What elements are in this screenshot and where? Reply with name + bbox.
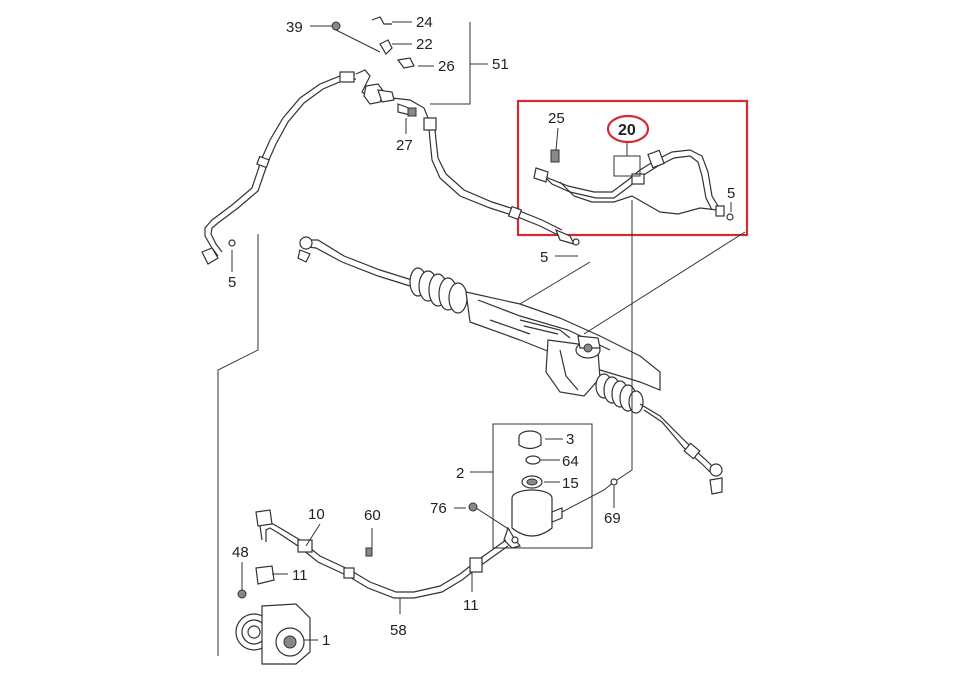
callout-58: 58 (390, 622, 407, 639)
suction-hose (255, 509, 509, 614)
callout-2: 2 (456, 465, 464, 482)
callout-48: 48 (232, 544, 249, 561)
callout-1: 1 (322, 632, 330, 649)
callout-5-left: 5 (228, 274, 236, 291)
callout-10: 10 (308, 506, 325, 523)
callout-69: 69 (604, 510, 621, 527)
callout-3: 3 (566, 431, 574, 448)
power-steering-pump (235, 565, 318, 665)
callout-15: 15 (562, 475, 579, 492)
clip-bracket-assembly (331, 16, 429, 119)
return-hose-rack (423, 117, 580, 246)
hose-20-assembly (533, 149, 734, 221)
callout-22: 22 (416, 36, 433, 53)
callout-24: 24 (416, 14, 433, 31)
callout-5-right: 5 (727, 185, 735, 202)
callout-5-center: 5 (540, 249, 548, 266)
callout-39: 39 (286, 19, 303, 36)
callout-11-left: 11 (292, 567, 308, 584)
callout-leaders (231, 21, 732, 590)
callout-64: 64 (562, 453, 579, 470)
callout-26: 26 (438, 58, 455, 75)
callout-27: 27 (396, 137, 413, 154)
connection-leaders (217, 200, 746, 656)
steering-rack (297, 236, 723, 495)
callout-51: 51 (492, 56, 509, 73)
callout-25: 25 (548, 110, 565, 127)
callout-20: 20 (618, 122, 636, 139)
callout-76: 76 (430, 500, 447, 517)
callout-60: 60 (364, 507, 381, 524)
callout-11-right: 11 (463, 597, 479, 614)
pressure-hose-upper (201, 71, 357, 265)
reservoir-group (468, 423, 618, 549)
highlight-circle-20 (606, 114, 650, 144)
